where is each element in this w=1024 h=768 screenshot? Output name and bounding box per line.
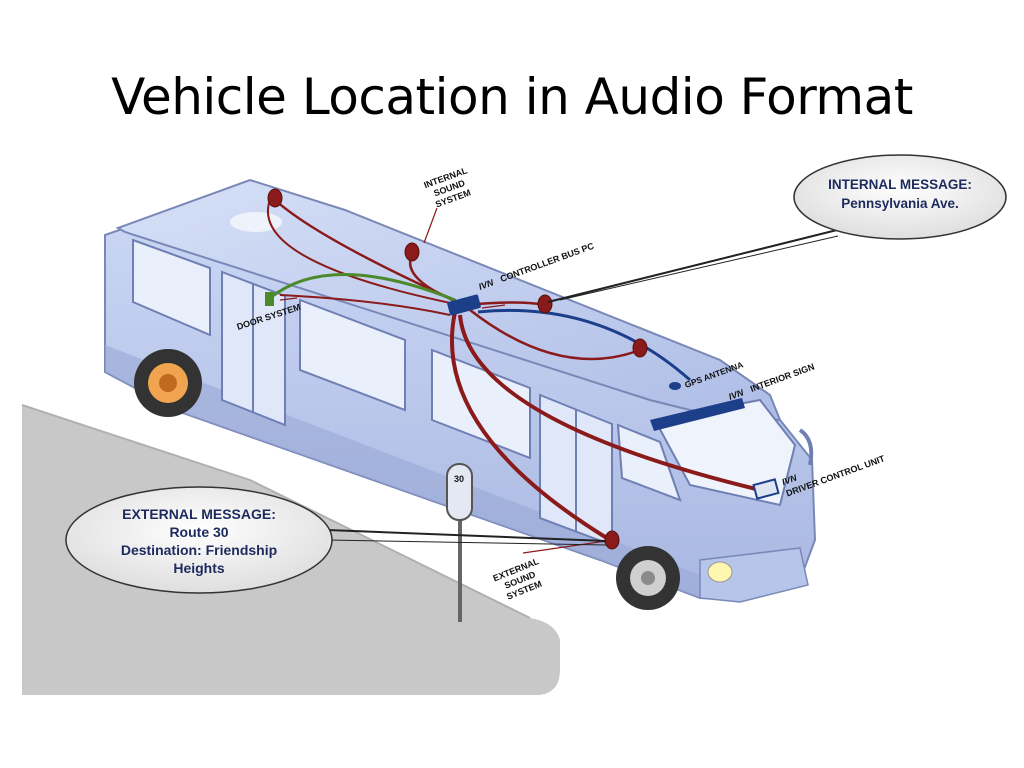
door-system-icon [265, 292, 274, 306]
speaker-icon [404, 242, 420, 262]
brand-logo: IVN [781, 472, 799, 487]
driver-control-unit-icon [752, 478, 780, 500]
speaker-icon [537, 294, 553, 314]
external-message-line: Heights [173, 560, 225, 576]
interior-sign-label: INTERIOR SIGN [749, 362, 816, 394]
internal-message-text: Pennsylvania Ave. [841, 196, 959, 211]
external-message-heading: EXTERNAL MESSAGE: [122, 506, 276, 522]
front-wheel [616, 546, 680, 610]
speaker-icon [604, 530, 620, 550]
stop-sign-number: 30 [454, 474, 464, 484]
rear-wheel [134, 349, 202, 417]
brand-logo: IVN [727, 387, 745, 402]
gps-antenna-icon [669, 382, 681, 390]
external-message-callout [65, 486, 333, 594]
interior-sign-bar [650, 398, 745, 431]
bus-stop-sign [446, 463, 473, 521]
controller-pc-icon [447, 294, 481, 316]
controller-bus-pc-label: CONTROLLER BUS PC [499, 241, 596, 284]
internal-message-callout [793, 154, 1007, 240]
speaker-icon [632, 338, 648, 358]
internal-message-heading: INTERNAL MESSAGE: [828, 177, 972, 192]
external-message-line: Destination: Friendship [121, 542, 277, 558]
speaker-icon [267, 188, 283, 208]
brand-logo: IVN [477, 277, 495, 292]
external-message-line: Route 30 [169, 524, 228, 540]
slide-title: Vehicle Location in Audio Format [111, 68, 913, 126]
